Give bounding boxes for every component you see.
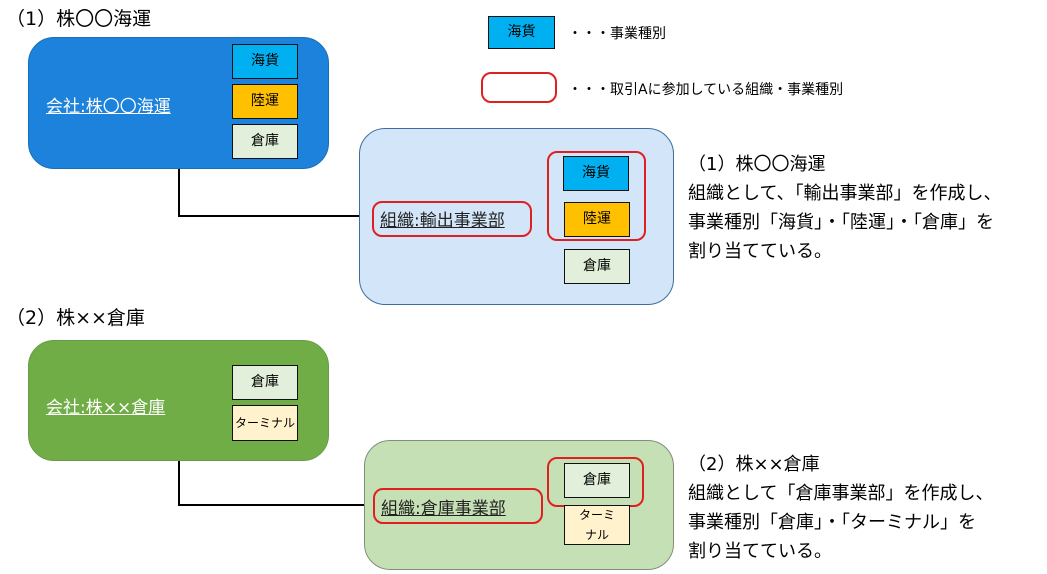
company-box-kaiun: 会社:株〇〇海運 海貨 陸運 倉庫 <box>28 37 329 169</box>
description-line: 事業種別「海貨」・「陸運」・「倉庫」を <box>688 212 994 233</box>
business-type-kaika: 海貨 <box>232 44 298 79</box>
legend-red-frame-text: ・・・取引Aに参加している組織・事業種別 <box>568 82 844 98</box>
legend-red-frame-sample <box>481 72 557 103</box>
description-title: （1）株〇〇海運 <box>688 154 826 175</box>
business-type-terminal: ターミナル <box>564 505 630 545</box>
highlight-frame-org <box>372 201 532 237</box>
business-type-kaika: 海貨 <box>563 156 629 191</box>
description-2: （2）株××倉庫 組織として「倉庫事業部」を作成し、 事業種別「倉庫」・「ターミ… <box>688 450 993 566</box>
legend-business-type-sample: 海貨 <box>488 16 555 49</box>
business-type-rikuun: 陸運 <box>564 202 630 237</box>
connector-vertical <box>178 169 180 216</box>
organization-box-warehouse: 組織:倉庫事業部 倉庫 ターミナル <box>364 440 674 570</box>
business-type-rikuun: 陸運 <box>232 84 298 119</box>
business-type-souko: 倉庫 <box>232 124 298 159</box>
description-line: 割り当てている。 <box>688 541 832 562</box>
connector-horizontal <box>178 215 360 217</box>
highlight-frame-business-types <box>547 151 646 241</box>
connector-vertical <box>178 461 180 505</box>
description-title: （2）株××倉庫 <box>688 454 820 475</box>
organization-label: 組織:倉庫事業部 <box>381 499 506 519</box>
business-type-souko: 倉庫 <box>232 365 298 400</box>
business-type-terminal: ターミナル <box>232 405 298 441</box>
description-1: （1）株〇〇海運 組織として、「輸出事業部」を作成し、 事業種別「海貨」・「陸運… <box>688 150 1002 266</box>
description-line: 割り当てている。 <box>688 241 832 262</box>
section-2-heading: （2）株××倉庫 <box>6 307 145 329</box>
section-1-heading: （1）株〇〇海運 <box>6 8 152 30</box>
legend-business-type-text: ・・・事業種別 <box>568 26 666 42</box>
description-line: 組織として、「輸出事業部」を作成し、 <box>688 183 1002 204</box>
highlight-frame-org <box>373 488 543 524</box>
company-box-souko: 会社:株××倉庫 倉庫 ターミナル <box>28 340 329 461</box>
company-label: 会社:株〇〇海運 <box>46 97 171 117</box>
company-label: 会社:株××倉庫 <box>46 398 166 418</box>
description-line: 組織として「倉庫事業部」を作成し、 <box>688 483 994 504</box>
business-type-souko: 倉庫 <box>564 463 630 498</box>
organization-box-export: 組織:輸出事業部 海貨 陸運 倉庫 <box>359 128 674 305</box>
organization-label: 組織:輸出事業部 <box>380 211 505 231</box>
connector-horizontal <box>178 504 366 506</box>
description-line: 事業種別「倉庫」・「ターミナル」を <box>688 512 976 533</box>
business-type-souko: 倉庫 <box>564 249 630 284</box>
